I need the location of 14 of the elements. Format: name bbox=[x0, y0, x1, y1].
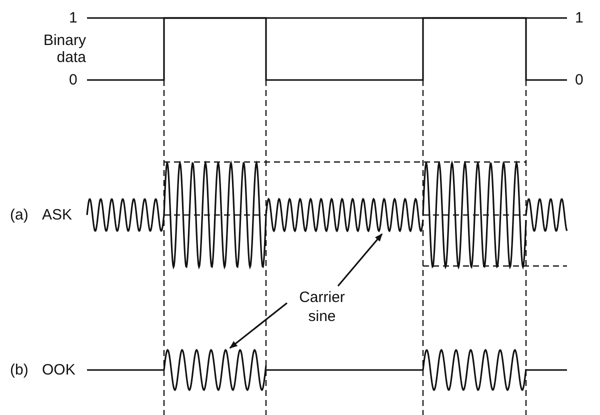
axis-label: Binary data bbox=[42, 32, 86, 66]
level-label: 0 bbox=[575, 72, 584, 88]
level-label: 0 bbox=[69, 72, 78, 88]
leader-arrow bbox=[337, 233, 383, 287]
level-label: 1 bbox=[575, 10, 584, 26]
leader-arrow bbox=[229, 302, 288, 349]
panel-label: (b) bbox=[10, 362, 28, 378]
signal-name: OOK bbox=[42, 362, 76, 378]
callout-text: Carrier sine bbox=[290, 288, 354, 326]
level-label: 1 bbox=[69, 10, 78, 26]
carrier-burst bbox=[163, 348, 267, 392]
carrier-sine-segment bbox=[265, 198, 424, 232]
signal-name: ASK bbox=[42, 206, 72, 224]
panel-label: (a) bbox=[10, 206, 28, 224]
